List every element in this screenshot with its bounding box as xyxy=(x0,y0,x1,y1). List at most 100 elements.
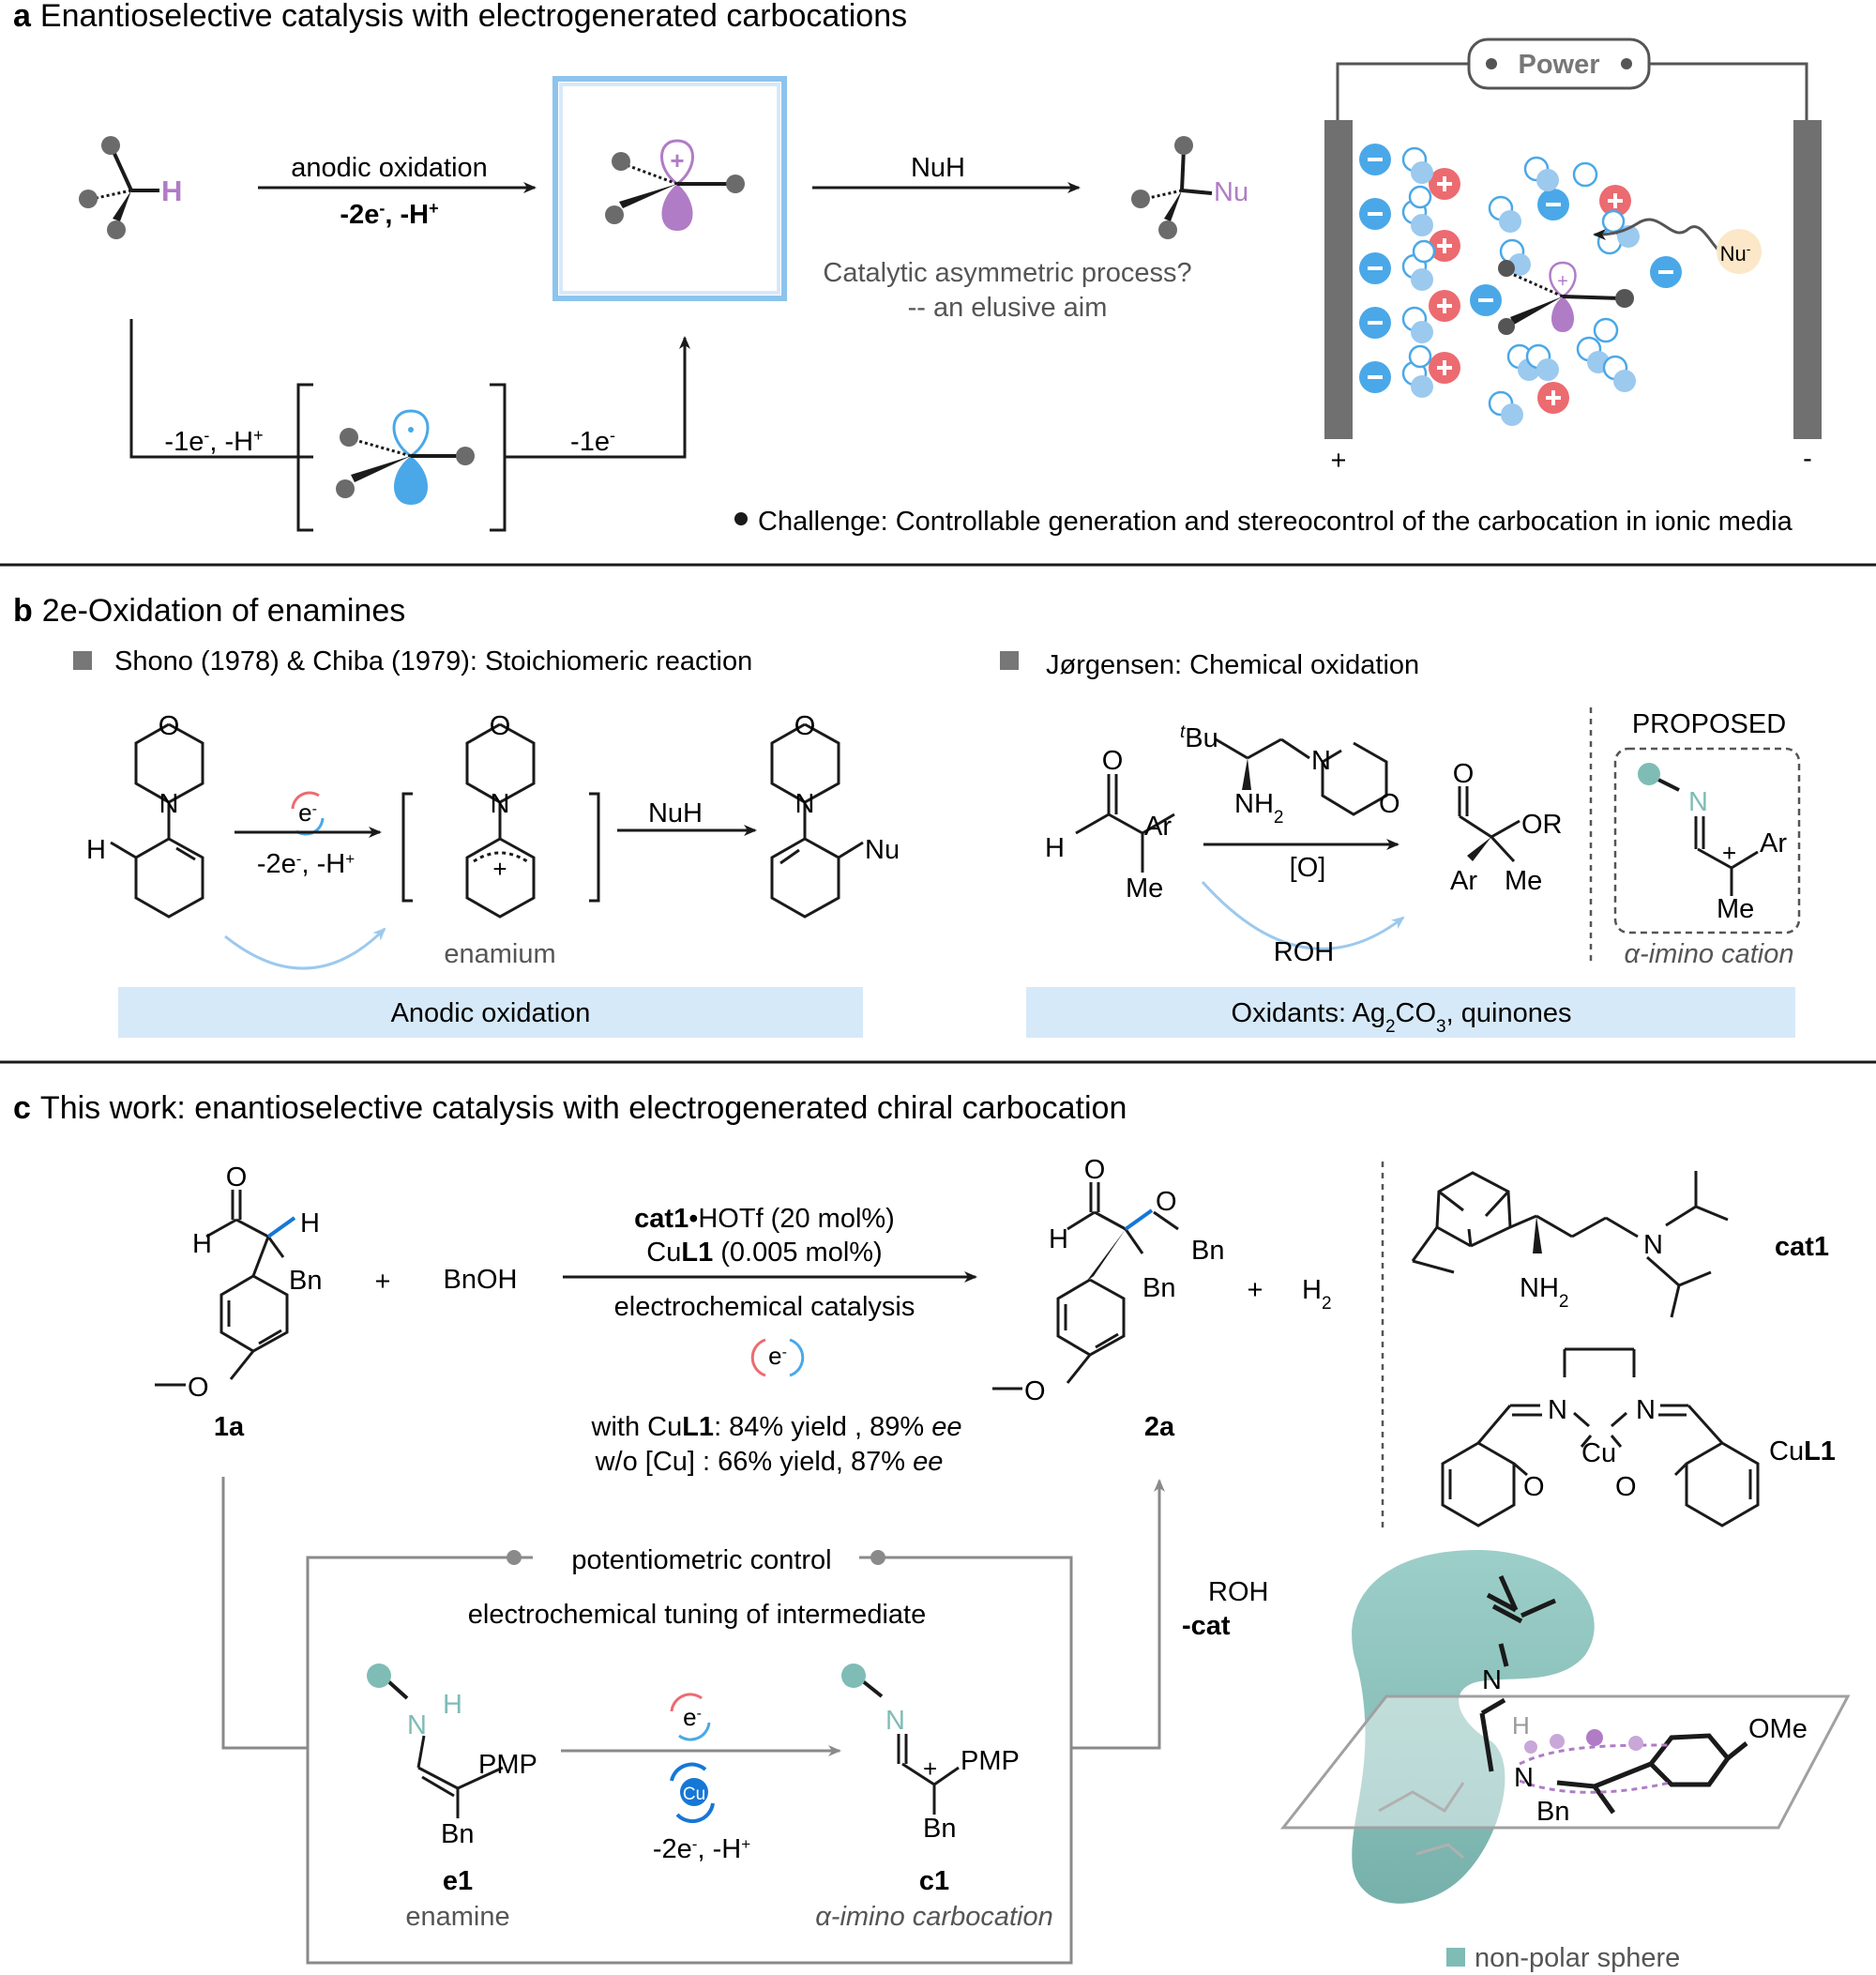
enamine-label: enamine xyxy=(405,1902,509,1932)
tbu-label: tBu xyxy=(1180,722,1218,754)
plus-2: + xyxy=(1248,1275,1263,1305)
panel-b-letter: b xyxy=(13,593,33,629)
product-ar: Ar xyxy=(1450,866,1477,896)
cell-carbocation: + xyxy=(1498,260,1634,335)
panel-a-letter: a xyxy=(13,0,32,34)
c1-n: N xyxy=(885,1706,905,1736)
model-n: N xyxy=(1514,1763,1534,1793)
substrate-ch: H xyxy=(79,136,182,239)
product-cnu: Nu xyxy=(1131,136,1248,239)
radical-bracket-left xyxy=(296,383,313,532)
electron-cycle-icon-c: e- xyxy=(750,1338,805,1377)
2a-h: H xyxy=(1049,1224,1068,1254)
jorgensen-bullet xyxy=(1000,651,1019,670)
enamium-structure xyxy=(465,722,536,919)
morpholine-enamine xyxy=(110,722,204,919)
panel-b-title: 2e-Oxidation of enamines xyxy=(42,593,405,629)
anodic-oxidation-box-label: Anodic oxidation xyxy=(391,998,591,1028)
panel-c-title: This work: enantioselective catalysis wi… xyxy=(40,1090,1127,1126)
bnoh-label: BnOH xyxy=(444,1265,518,1295)
c1-pmp: PMP xyxy=(961,1746,1020,1776)
roh-label: ROH xyxy=(1274,937,1334,967)
oxidants-label: Oxidants: Ag2CO3, quinones xyxy=(1232,998,1572,1037)
carbocation-c1: N + PMP Bn c1 α-imino carbocation xyxy=(815,1664,1053,1932)
shono-heading: Shono (1978) & Chiba (1979): Stoichiomer… xyxy=(114,646,752,676)
carbocation-charge: + xyxy=(670,146,684,175)
catalyst-line-2: CuL1 (0.005 mol%) xyxy=(646,1238,882,1268)
electrochemical-catalysis-label: electrochemical catalysis xyxy=(614,1292,915,1322)
or-label: OR xyxy=(1521,810,1563,840)
with-cu-result: with CuL1: 84% yield , 89% ee xyxy=(591,1412,962,1442)
amine-catalyst xyxy=(1215,737,1388,816)
enamine-n: N xyxy=(159,789,179,819)
svg-text:e-: e- xyxy=(298,798,317,827)
product-o: O xyxy=(794,711,816,741)
imine-n: N xyxy=(1688,787,1708,817)
radical-to-cation-arrow xyxy=(505,336,690,459)
1a-methoxy-o: O xyxy=(188,1373,209,1403)
model-bn: Bn xyxy=(1536,1797,1569,1827)
alpha-imino-cation-label: α-imino cation xyxy=(1625,939,1794,969)
svg-text:e-: e- xyxy=(768,1342,787,1370)
one-electron-loss: -1e- xyxy=(570,426,615,457)
e1-n: N xyxy=(407,1710,427,1740)
anode-electrode xyxy=(1324,120,1353,439)
shono-bullet xyxy=(73,651,92,670)
enamium-label: enamium xyxy=(444,939,555,969)
electrochemical-cell: Power + - xyxy=(1324,38,1822,476)
proposed-label: PROPOSED xyxy=(1632,709,1786,739)
h-atom-label: H xyxy=(161,175,182,207)
catalytic-question: Catalytic asymmetric process? xyxy=(823,258,1191,288)
proposed-box xyxy=(1613,747,1801,934)
product-2a xyxy=(992,1182,1179,1390)
roh-c-label: ROH xyxy=(1208,1577,1268,1607)
e1-bn: Bn xyxy=(441,1819,474,1849)
2a-methoxy-o: O xyxy=(1024,1376,1046,1406)
cation-ar: Ar xyxy=(1760,828,1787,858)
1a-alpha-h: H xyxy=(300,1208,320,1238)
svg-text:b2e-Oxidation of enamines: b2e-Oxidation of enamines xyxy=(13,593,405,629)
cul1-n-right: N xyxy=(1636,1395,1656,1425)
elusive-aim: -- an elusive aim xyxy=(908,293,1108,323)
label-1a: 1a xyxy=(214,1412,245,1442)
mech-condition: -2e-, -H+ xyxy=(653,1834,750,1864)
1a-bn: Bn xyxy=(289,1266,322,1296)
one-electron-proton-loss: -1e-, -H+ xyxy=(164,426,263,457)
substrate-1a xyxy=(155,1190,289,1387)
jorgensen-heading: Jørgensen: Chemical oxidation xyxy=(1046,650,1419,680)
power-supply-box xyxy=(1467,38,1651,90)
challenge-bullet xyxy=(734,512,748,525)
minus-cat-label: -cat xyxy=(1182,1611,1231,1641)
non-polar-legend-swatch xyxy=(1446,1948,1465,1967)
cation-plus: + xyxy=(1722,839,1736,867)
carbocation-structure: + xyxy=(605,139,745,231)
enamium-charge: + xyxy=(492,855,507,883)
challenge-text: Challenge: Controllable generation and s… xyxy=(758,507,1793,537)
catalyst-line-1: cat1•HOTf (20 mol%) xyxy=(634,1204,895,1234)
aldehyde-o: O xyxy=(1102,746,1124,776)
panel-c-letter: c xyxy=(13,1090,31,1126)
product-me: Me xyxy=(1505,866,1542,896)
anodic-oxidation-label: anodic oxidation xyxy=(291,153,488,183)
model-n-top: N xyxy=(1482,1665,1502,1695)
nuh-label: NuH xyxy=(911,153,965,183)
aldehyde-ar: Ar xyxy=(1144,812,1172,842)
panel-a-title: Enantioselective catalysis with electrog… xyxy=(40,0,907,34)
enamine-h: H xyxy=(86,835,106,865)
solvent-molecules xyxy=(1401,146,1640,426)
non-polar-legend-label: non-polar sphere xyxy=(1475,1943,1680,1973)
electron-cycle-icon-mech: e- xyxy=(670,1693,711,1741)
anion-layer xyxy=(1359,144,1682,393)
cat1-n: N xyxy=(1643,1230,1663,1260)
potentiometric-label: potentiometric control xyxy=(571,1545,831,1575)
nu-product-structure xyxy=(770,722,864,919)
c1-charge: + xyxy=(923,1755,937,1783)
c1-bn: Bn xyxy=(923,1814,956,1844)
model-ome: OMe xyxy=(1748,1714,1808,1744)
catalyst-nh2: NH2 xyxy=(1234,789,1283,828)
e1-pmp: PMP xyxy=(478,1750,537,1780)
